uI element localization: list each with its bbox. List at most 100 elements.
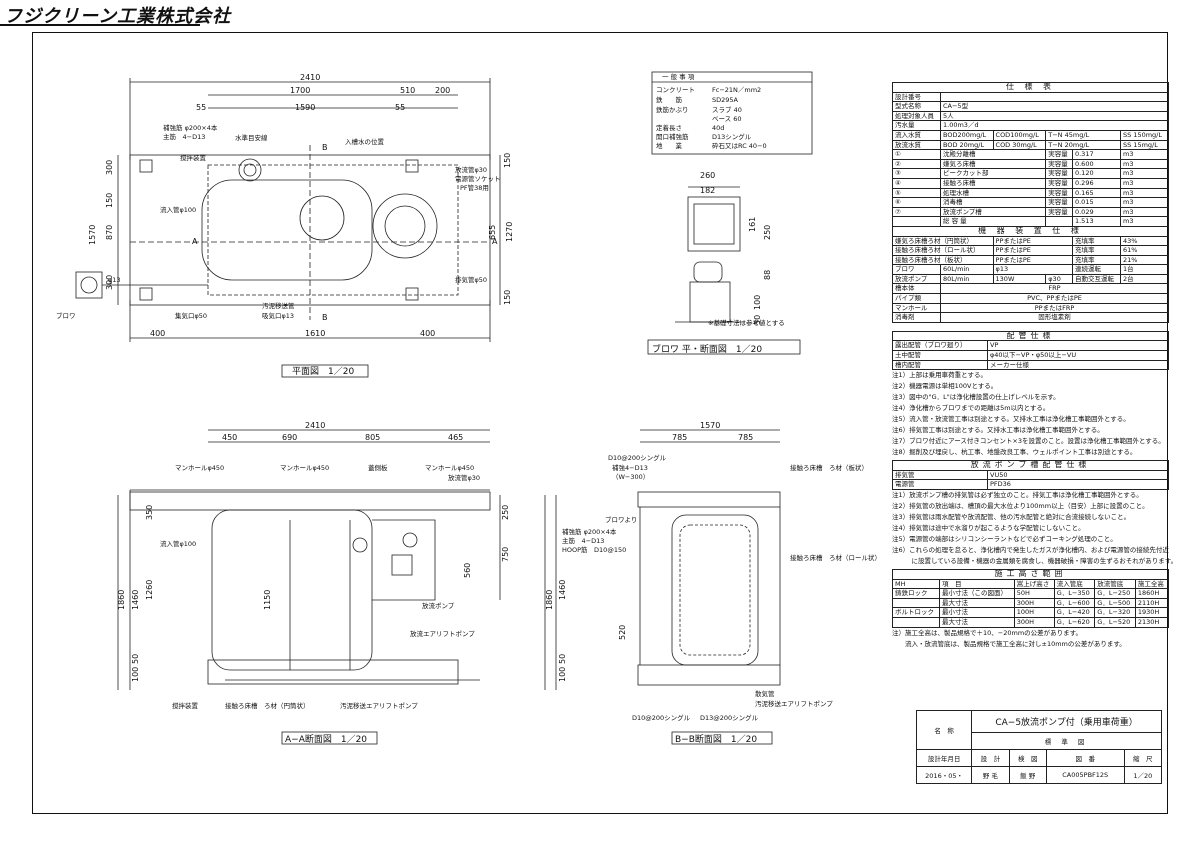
blower-dim-50: 50 [753,315,762,325]
note: 注3）排気管は雨水配管や放流配管、他の汚水配管と絶対に合流接続しないこと。 [892,513,1131,521]
cell [1045,216,1073,227]
cell: 1860H [1134,588,1170,599]
cell: G．L−320 [1094,607,1136,618]
general-row-5-key: 開口補強筋 [656,132,689,141]
aa-label-discharge-pump: 放流ポンプ [422,601,455,610]
title-name-label: 名 称 [915,710,973,750]
general-row-1-key: 鉄 筋 [656,95,683,104]
cell: COD 30mg/L [992,139,1047,151]
bb-label-rebar5: 主筋 4−D13 [562,536,604,545]
cell: 排気管 [892,469,988,481]
cell: マンホール [892,302,941,314]
cell: m3 [1119,187,1170,199]
cell: 施工全高 [1134,578,1170,590]
cell: 接触ろ床槽 [939,177,1047,189]
cell: 槽内配管 [892,359,988,371]
aa-label-board: 蓋側板 [368,463,388,472]
note: 注4）排気管は途中で水溜りが起こるような学配管にしないこと。 [892,524,1085,532]
pump-pipe-title: 放流ポンプ槽配管仕様 [892,460,1169,471]
spec-val: 5人 [940,110,1169,122]
note: 注1）放流ポンプ槽の排気管は必ず独立のこと。排気工事は浄化槽工事範囲外とする。 [892,491,1143,499]
plan-dim-300b: 300 [105,275,114,290]
cell: 嫌気ろ床槽 [939,158,1047,170]
aa-dim-450: 450 [222,433,237,442]
cell: G．L−350 [1053,588,1096,599]
plan-dim-150c: 150 [503,290,512,305]
cell: 図 番 [1045,748,1125,767]
aa-dim-465: 465 [448,433,463,442]
plan-dim-200: 200 [435,86,450,95]
bb-label-diffuser: 散気管 [755,689,775,698]
title-subname: 標 準 図 [971,731,1162,750]
cell: 実容量 [1045,177,1073,189]
cell: 60L/min [940,264,994,275]
construction-title: 施工高さ範囲 [892,569,1169,580]
plan-dim-150a: 150 [105,193,114,208]
note: 注3）図中の"G．L"は浄化槽設置の仕上げレベルを示す。 [892,393,1060,402]
cell: 嫌気ろ床槽ろ材（円筒状） [892,235,994,247]
general-row-3-val: ベース 60 [712,115,742,123]
blower-dim-161: 161 [748,217,757,232]
aa-dim-805: 805 [365,433,380,442]
cell: BOD 20mg/L [940,139,994,151]
note: 注6）これらの処理を怠ると、浄化槽内で発生したガスが浄化槽内、および電源管の接続… [892,546,1169,554]
cell: 項 目 [938,578,1015,590]
cell: 流入管底 [1053,578,1096,590]
note: 注5）電源管の端部はシリコンシーラントなどで必ずコーキング処理のこと。 [892,535,1117,543]
bb-label-hoop: HOOP筋 D10@150 [562,545,626,554]
cell: PPまたはPE [992,235,1073,247]
aa-dim-1860: 1860 [117,590,126,610]
cell: 130W [992,273,1047,285]
cell: ブロワ [892,264,941,275]
note: 流入・放流管底は、製品規格で施工全高に対し±10mmの公差があります。 [892,639,1126,648]
aa-caption: A−A断面図 1／20 [285,733,367,745]
cell: 80L/min [940,273,994,285]
note: に設置している設備・機器の金属類を腐食し、機器破損・障害の生ずるおそれがあります… [892,557,1178,565]
aa-dim-1150: 1150 [263,590,272,610]
cell: 放流ポンプ [892,273,941,285]
cell: ③ [892,168,941,179]
cell: 実容量 [1045,149,1073,160]
plan-label-outlet: 放流管φ30 [455,165,487,174]
cell: 1930H [1134,607,1170,618]
cell: CA005PBF12S [1045,765,1125,785]
cell: 最大寸法 [938,616,1015,628]
blower-dim-100: 100 [753,295,762,310]
cell: 野 毛 [971,765,1010,785]
plan-label-intake: 吸気口φ13 [262,311,294,320]
plan-dim-1270: 1270 [505,222,514,242]
cell: 実容量 [1045,197,1073,208]
cell: 充填率 [1071,245,1121,256]
cell: 0.165 [1071,187,1121,199]
cell: 接触ろ床槽ろ材（板状） [892,254,994,266]
cell: 2110H [1134,597,1170,609]
plan-dim-55a: 55 [196,103,206,112]
bb-label-rebar3: （W−300） [612,473,649,481]
cell: φ13 [992,264,1073,275]
plan-mark-a-left: A [192,237,198,246]
bb-dim-520: 520 [618,625,627,640]
note: 注2）機器電源は単相100Vとする。 [892,382,998,391]
spec-val: 1.00m3／d [940,120,1169,131]
blower-dim-250: 250 [763,225,772,240]
bb-dim-100: 100 [558,667,567,682]
general-row-4-key: 定着長さ [656,123,682,132]
cell: 43% [1119,235,1170,247]
cell [892,216,941,227]
plan-dim-1610: 1610 [305,329,325,338]
plan-dim-1700: 1700 [290,86,310,95]
cell: FRP [940,283,1169,295]
plan-caption: 平面図 1／20 [292,366,354,377]
aa-label-mixing: 撹拌装置 [172,701,199,710]
cell: 61% [1119,245,1170,256]
pump-pipe-notes: 注1）放流ポンプ槽の排気管は必ず独立のこと。排気工事は浄化槽工事範囲外とする。 … [892,490,1178,567]
